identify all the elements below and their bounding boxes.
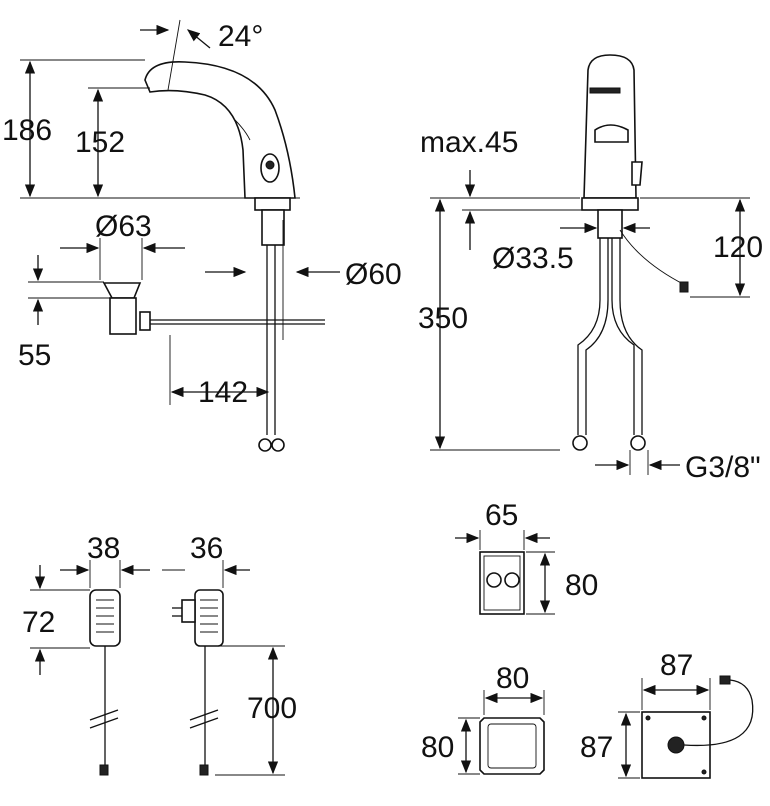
plate-width-label: 87 xyxy=(660,649,693,682)
cable-length-label: 120 xyxy=(713,231,763,264)
hole-diameter-label: Ø60 xyxy=(345,258,402,291)
sensor-module xyxy=(458,690,545,775)
thread-label: G3/8" xyxy=(685,451,761,484)
height-spout-label: 152 xyxy=(75,126,125,159)
power-supply-unit xyxy=(89,589,121,776)
psu-height-label: 72 xyxy=(22,606,55,639)
sensor-width-label: 80 xyxy=(496,662,529,695)
dimension-lines-side xyxy=(20,19,340,405)
cable-700-label: 700 xyxy=(247,692,297,725)
pop-up-drain xyxy=(102,282,325,335)
hose-length-label: 350 xyxy=(418,302,468,335)
sensor-height-label: 80 xyxy=(421,731,454,764)
dimension-lines-psu xyxy=(30,560,285,776)
shank-diameter-label: Ø33.5 xyxy=(492,242,574,275)
psu-width-label: 38 xyxy=(87,532,120,565)
plug-adapter xyxy=(172,589,224,776)
wall-plate xyxy=(618,675,754,779)
adapter-width-label: 36 xyxy=(190,532,223,565)
drain-diameter-label: Ø63 xyxy=(95,210,152,243)
height-total-label: 186 xyxy=(2,114,52,147)
spout-reach-label: 142 xyxy=(198,376,248,409)
box-width-label: 65 xyxy=(485,499,518,532)
control-box xyxy=(455,530,555,615)
faucet-front-view xyxy=(572,54,689,451)
drain-height-label: 55 xyxy=(18,339,51,372)
angle-label: 24° xyxy=(218,20,263,53)
plate-height-label: 87 xyxy=(580,731,613,764)
max-deck-label: max.45 xyxy=(420,126,518,159)
dimension-lines-front xyxy=(430,170,750,475)
box-height-label: 80 xyxy=(565,569,598,602)
